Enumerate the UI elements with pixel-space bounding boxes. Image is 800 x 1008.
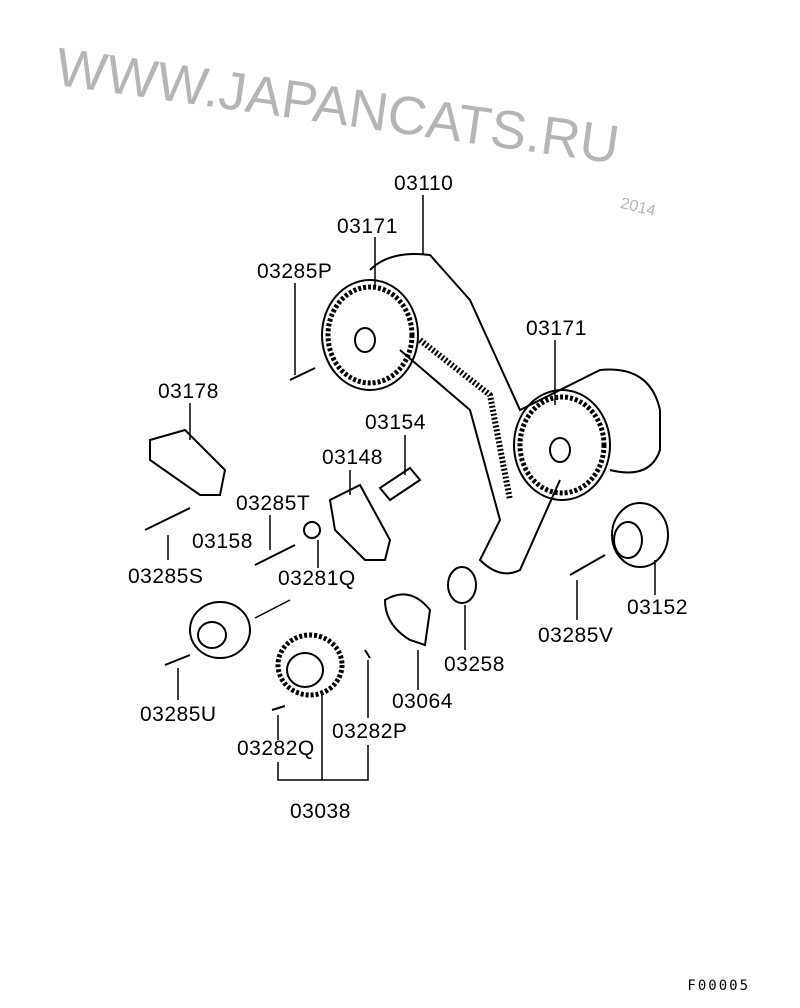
label-03285p: 03285P (257, 260, 333, 283)
label-03282q: 03282Q (237, 737, 315, 760)
label-03152: 03152 (627, 596, 688, 619)
tensioner-pulley (189, 601, 251, 659)
label-03171-right: 03171 (526, 317, 587, 340)
spacer (378, 466, 422, 502)
idler-pulley (611, 502, 669, 568)
label-03148: 03148 (322, 446, 383, 469)
leader-lines (167, 195, 656, 781)
label-03178: 03178 (158, 380, 219, 403)
label-03171-left: 03171 (337, 215, 398, 238)
label-03038: 03038 (290, 800, 351, 823)
label-03285t: 03285T (236, 492, 311, 515)
timing-belt (369, 253, 661, 575)
label-03281q: 03281Q (278, 567, 356, 590)
crankshaft-sprocket (275, 632, 345, 698)
washer (303, 521, 321, 539)
label-03282p: 03282P (332, 720, 408, 743)
label-03285v: 03285V (538, 624, 614, 647)
label-03285u: 03285U (140, 703, 217, 726)
label-03258: 03258 (444, 653, 505, 676)
auto-tensioner (149, 428, 227, 496)
bolts (144, 367, 606, 711)
tensioner-arm (328, 483, 392, 561)
label-03064: 03064 (392, 690, 453, 713)
label-03285s: 03285S (128, 565, 204, 588)
camshaft-sprocket-left (321, 279, 419, 391)
camshaft-sprocket-right (513, 389, 611, 501)
label-03110: 03110 (394, 172, 454, 195)
label-03158: 03158 (192, 530, 253, 553)
oil-seal (447, 566, 477, 604)
figure-code: F00005 (687, 978, 750, 994)
label-03154: 03154 (365, 411, 426, 434)
sensor-plate (383, 593, 432, 647)
